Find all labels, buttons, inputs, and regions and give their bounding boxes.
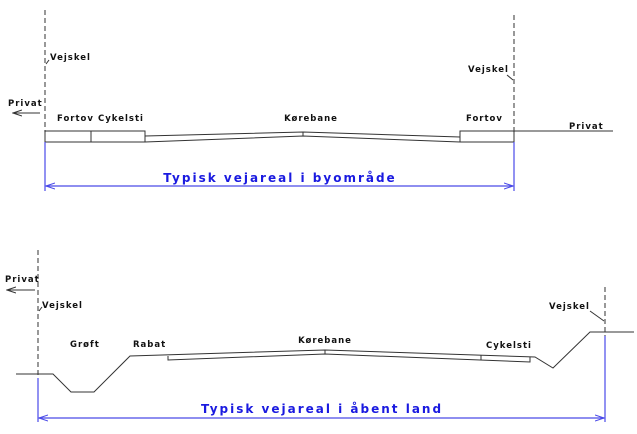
boundary-label-left: Vejskel <box>50 53 91 63</box>
boundary-leader <box>38 306 43 312</box>
private-label-left: Privat <box>5 275 40 285</box>
boundary-leader <box>45 59 50 65</box>
boundary-leader <box>589 310 605 322</box>
sidewalk-label-left: Fortov <box>57 114 94 124</box>
dimension-label: Typisk vejareal i byområde <box>163 171 396 185</box>
private-label-right: Privat <box>569 122 604 132</box>
boundary-leader <box>506 74 514 81</box>
private-label-left: Privat <box>8 99 43 109</box>
bike-path-label: Cykelsti <box>98 114 144 124</box>
boundary-label-right: Vejskel <box>549 302 590 312</box>
bike-path <box>90 130 146 143</box>
carriageway-label: Kørebane <box>298 336 352 346</box>
ditch-label: Grøft <box>70 340 100 350</box>
carriageway-label: Kørebane <box>284 114 338 124</box>
carriageway-bottom <box>144 135 461 143</box>
boundary-label-left: Vejskel <box>42 301 83 311</box>
sidewalk-right <box>459 130 515 143</box>
sidewalk-label-right: Fortov <box>466 114 503 124</box>
ground-profile <box>16 331 634 393</box>
boundary-label-right: Vejskel <box>468 65 509 75</box>
dimension-label: Typisk vejareal i åbent land <box>201 402 443 416</box>
verge-label: Rabat <box>133 340 166 350</box>
urban-cross-section: Vejskel Vejskel Privat Fortov Cykelsti K… <box>8 10 613 191</box>
bike-path-label: Cykelsti <box>486 341 532 351</box>
sidewalk-left <box>44 130 92 143</box>
rural-cross-section: Privat Vejskel Vejskel Grøft Rabat Køreb… <box>5 250 634 422</box>
